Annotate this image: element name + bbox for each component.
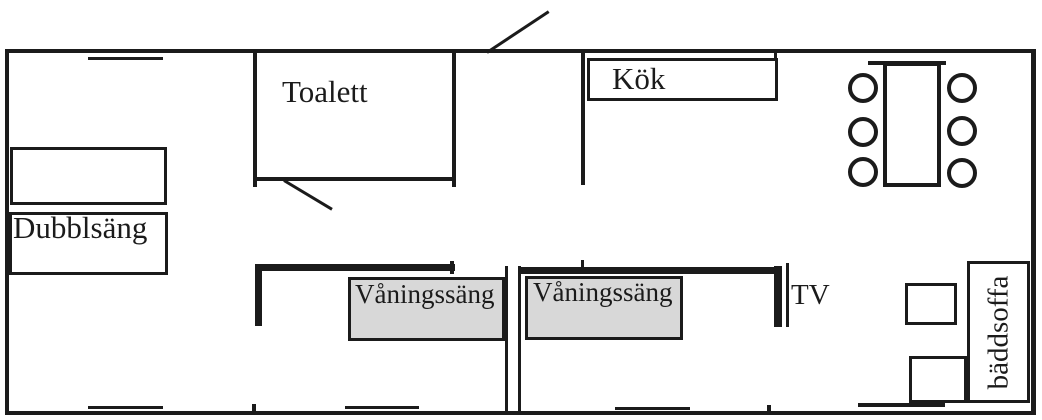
toilet-wall-bottom	[253, 177, 456, 181]
sofa-bed-label-wrap: bäddsoffa	[967, 261, 1030, 403]
toilet-wall-left	[253, 53, 257, 181]
chair-icon	[848, 117, 878, 147]
chair-icon	[848, 73, 878, 103]
kitchen-wall	[581, 53, 585, 185]
bunkroom-wall-1-tick	[450, 261, 454, 274]
bunk-bed-1-label: Våningssäng	[355, 279, 495, 309]
toilet-corner-tick-left	[253, 177, 257, 187]
outer-wall-left	[5, 49, 9, 415]
chair-icon	[947, 116, 977, 146]
outer-wall-top	[5, 49, 1036, 53]
double-bed-bottom-half	[9, 212, 168, 275]
bunkroom-wall-1-stub	[255, 264, 262, 326]
double-bed-top-half	[10, 147, 167, 205]
window-marker-bottom-3	[615, 407, 690, 410]
bunk-bed-2	[525, 276, 683, 340]
window-marker-bottom-2	[345, 406, 419, 409]
toilet-wall-right	[452, 53, 456, 181]
chair-icon	[947, 73, 977, 103]
tv-label: TV	[791, 279, 830, 311]
window-marker-bottom-4	[858, 403, 945, 407]
toilet-corner-tick-right	[452, 177, 456, 187]
chair-icon	[947, 158, 977, 188]
toilet-label: Toalett	[282, 74, 368, 109]
outer-wall-bottom	[5, 411, 1036, 415]
bunkroom-wall-1	[255, 264, 455, 271]
entrance-door-swing-icon	[486, 10, 550, 54]
window-marker-top	[88, 57, 163, 60]
outer-wall-right	[1031, 49, 1036, 415]
side-table-1	[905, 283, 957, 325]
bunkroom-wall-2	[521, 267, 781, 274]
bunk-bed-1	[348, 277, 505, 341]
sofa-bed	[967, 261, 1030, 403]
partition-wall-b	[518, 266, 521, 413]
sofa-bed-label: bäddsoffa	[982, 275, 1015, 389]
tv-wall	[774, 266, 782, 327]
chair-icon	[848, 157, 878, 187]
dining-table	[883, 62, 941, 187]
kitchen-counter	[587, 58, 778, 101]
window-marker-bottom-1	[88, 406, 163, 409]
toilet-door-swing-icon	[283, 179, 333, 211]
kitchen-counter-tick	[774, 53, 777, 61]
wall-tick-bottom-2	[767, 405, 771, 412]
partition-wall-a	[505, 266, 508, 413]
tv-stand-line	[786, 263, 789, 327]
kitchen-label: Kök	[612, 61, 666, 96]
bunkroom-wall-2-tick	[581, 260, 584, 268]
double-bed-label: Dubblsäng	[13, 210, 148, 245]
wall-tick-bottom-1	[252, 404, 256, 412]
bunk-bed-2-label: Våningssäng	[533, 277, 673, 307]
side-table-2	[909, 356, 967, 403]
